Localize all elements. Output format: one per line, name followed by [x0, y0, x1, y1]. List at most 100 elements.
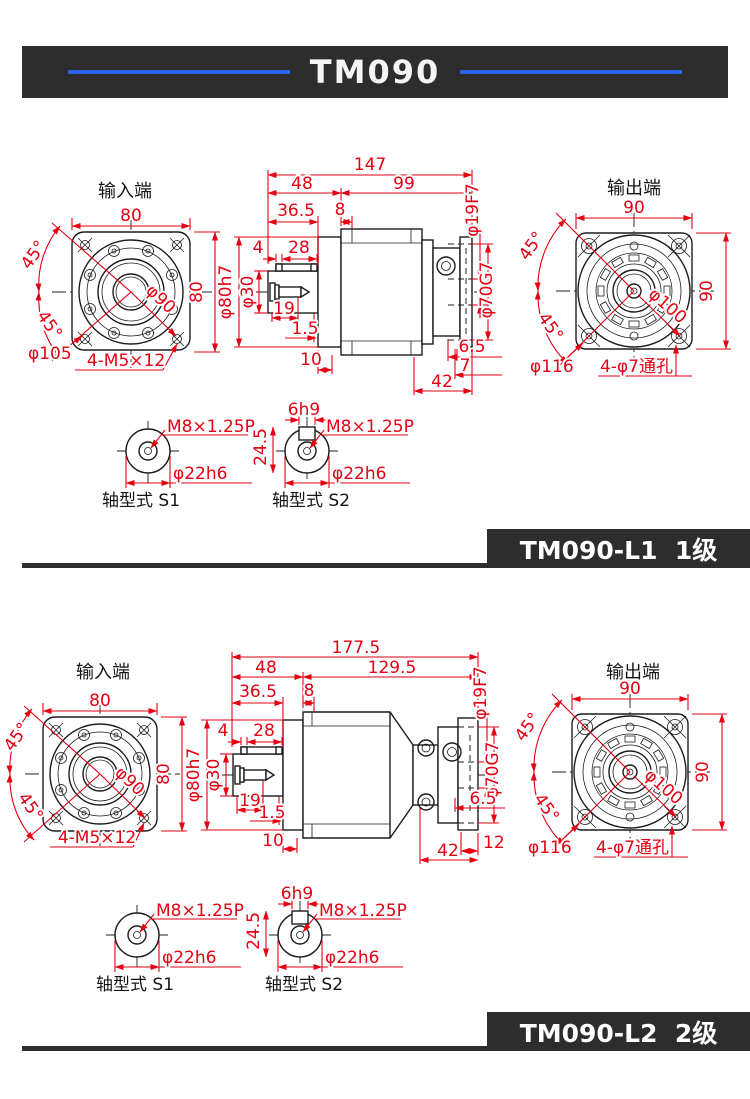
l2-output-flange-dia: φ116 [528, 838, 572, 858]
l2-dim-front: 48 [255, 658, 277, 678]
l2-shaft-s1: M8×1.25P φ22h6 轴型式 S1 [96, 899, 246, 995]
l1-dim-outpilot: φ70G7 [477, 262, 497, 319]
l1-s2-dia: φ22h6 [332, 464, 386, 484]
l2-output-holes-spec: 4-φ7通孔 [596, 838, 669, 858]
l1-input-title: 输入端 [98, 181, 152, 202]
l1-side-dims: 147 48 99 36.5 8 4 28 [214, 153, 502, 395]
l1-dim-4: 4 [253, 238, 264, 258]
l2-output-title: 输出端 [606, 662, 660, 683]
l1-s2-caption: 轴型式 S2 [272, 491, 350, 511]
badge-l1-label: TM090-L1 1级 [519, 535, 718, 565]
l2-output-view: 输出端 [509, 662, 727, 860]
l1-dim-42: 42 [431, 372, 453, 392]
l2-shaft-s2: 6h9 24.5 M8×1.25P φ22h6 轴型式 S2 [242, 882, 409, 995]
badge-l2-label: TM090-L2 2级 [519, 1018, 718, 1048]
l1-dim-x: 7 [460, 356, 471, 376]
l1-side-geometry [267, 228, 473, 356]
l1-input-bolt-holes [84, 245, 178, 339]
l2-dim-15: 1.5 [258, 803, 285, 823]
banner-accent-line-right [430, 70, 682, 74]
l1-input-angle2: 45° [32, 307, 66, 343]
l2-output-angle1: 45° [511, 709, 545, 745]
l2-s2-dia: φ22h6 [325, 948, 379, 968]
l2-input-angle1: 45° [0, 719, 34, 755]
l1-s1-caption: 轴型式 S1 [102, 491, 180, 511]
l1-dim-10: 10 [300, 350, 322, 370]
l1-output-holes-spec: 4-φ7通孔 [600, 357, 673, 377]
l2-dim-4: 4 [218, 721, 229, 741]
title-banner: TM090 [22, 46, 728, 98]
l2-dim-28: 28 [253, 721, 275, 741]
l1-dim-36: 36.5 [277, 201, 315, 221]
l2-s2-depth: 24.5 [244, 912, 264, 950]
l2-dim-8: 8 [304, 681, 315, 701]
page-title: TM090 [289, 53, 461, 91]
l2-output-slot-ring [593, 735, 667, 809]
l2-dim-pilot: φ80h7 [184, 748, 204, 802]
l2-input-dim-height: 80 [154, 763, 174, 785]
l1-dim-15: 1.5 [291, 319, 318, 339]
l2-output-dim-width: 90 [619, 679, 641, 699]
l1-input-dim-height: 80 [187, 281, 207, 303]
l1-dim-pilot: φ80h7 [216, 265, 236, 319]
l1-s2-thread: M8×1.25P [326, 417, 414, 437]
l1-input-flange-dia: φ105 [28, 344, 72, 364]
l1-dim-19: 19 [273, 299, 295, 319]
l1-output-slot-ring [597, 254, 671, 328]
l2-input-view: 输入端 [0, 662, 187, 850]
l1-side-view: 147 48 99 36.5 8 4 28 [214, 153, 502, 395]
l2-dim-x: 12 [483, 833, 505, 853]
l1-output-view: 输出端 [513, 178, 731, 379]
l2-s1-dia: φ22h6 [162, 948, 216, 968]
l1-dim-front: 48 [291, 174, 313, 194]
l1-s1-thread: M8×1.25P [167, 417, 255, 437]
l2-s2-caption: 轴型式 S2 [265, 975, 343, 995]
badge-l1-underline [22, 563, 487, 568]
l2-input-dim-width: 80 [89, 691, 111, 711]
l1-input-tap-spec: 4-M5×12 [87, 351, 165, 371]
l1-input-angle1: 45° [17, 237, 51, 273]
l2-output-angle2: 45° [529, 790, 563, 826]
badge-l2: TM090-L2 2级 [487, 1012, 750, 1051]
l2-side-geometry [232, 711, 479, 839]
banner-accent-line-left [68, 70, 320, 74]
l1-input-dim-width: 80 [120, 206, 142, 226]
l2-dim-36: 36.5 [239, 682, 277, 702]
l1-shaft-s2: 6h9 24.5 M8×1.25P φ22h6 轴型式 S2 [249, 398, 416, 511]
l1-output-title: 输出端 [607, 178, 661, 199]
l1-dim-8: 8 [335, 200, 346, 220]
l1-s1-dia: φ22h6 [173, 464, 227, 484]
badge-l2-underline [22, 1046, 487, 1051]
l1-s2-depth: 24.5 [251, 428, 271, 466]
l2-dim-total: 177.5 [332, 640, 381, 658]
l1-input-view: 输入端 [15, 181, 220, 373]
l1-output-angle1: 45° [515, 228, 549, 264]
l2-s2-thread: M8×1.25P [319, 901, 407, 921]
l1-output-dim-height: 90 [697, 280, 717, 302]
l1-s2-key: 6h9 [288, 400, 320, 420]
l2-dim-65: 6.5 [469, 789, 496, 809]
l2-side-view: 177.5 48 129.5 36.5 8 4 28 [182, 640, 507, 864]
drawing-l2: 输入端 [0, 640, 727, 995]
l2-input-tap-spec: 4-M5×12 [58, 828, 136, 848]
l1-shaft-s1: M8×1.25P φ22h6 轴型式 S1 [102, 415, 257, 511]
l2-s2-key: 6h9 [281, 884, 313, 904]
l2-dim-outshaft: φ19F7 [471, 666, 491, 719]
badge-l1: TM090-L1 1级 [487, 529, 750, 568]
drawing-l1: 输入端 [15, 153, 731, 511]
l1-output-dim-width: 90 [623, 198, 645, 218]
l2-dim-19: 19 [239, 791, 261, 811]
l1-dim-28: 28 [288, 238, 310, 258]
l2-input-title: 输入端 [76, 662, 130, 683]
l2-input-angle2: 45° [13, 789, 47, 825]
l1-dim-total: 147 [354, 155, 386, 175]
l1-dim-shaft: φ30 [238, 276, 258, 309]
l2-s1-thread: M8×1.25P [156, 901, 244, 921]
l2-dim-outpilot: φ70G7 [483, 742, 503, 799]
l1-dim-outshaft: φ19F7 [463, 183, 483, 236]
l2-dim-shaft: φ30 [204, 759, 224, 792]
l2-dim-rear: 129.5 [368, 658, 417, 678]
l2-input-bolt-holes [55, 729, 145, 819]
l1-output-flange-dia: φ116 [530, 357, 574, 377]
